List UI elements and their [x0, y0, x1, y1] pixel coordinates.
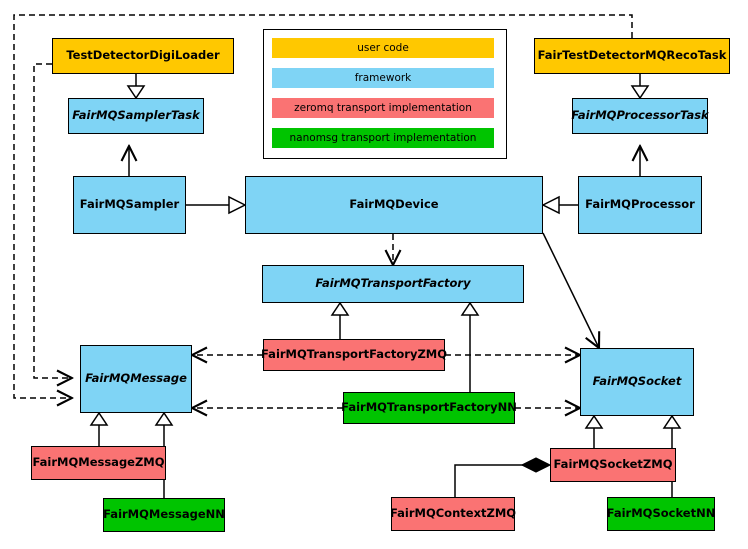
edge-processor-device	[541, 195, 578, 215]
class-box-fairmqdevice[interactable]: FairMQDevice	[245, 176, 543, 234]
edge-digiloader-samplertask	[126, 74, 146, 100]
class-box-fairmqtransportfactoryzmq[interactable]: FairMQTransportFactoryZMQ	[261, 339, 448, 371]
class-box-fairmqmessagezmq[interactable]: FairMQMessageZMQ	[31, 446, 166, 480]
edge-socketzmq-contextzmq	[454, 457, 552, 497]
class-box-label: FairTestDetectorMQRecoTask	[537, 48, 727, 63]
class-box-label: FairMQMessageNN	[103, 507, 225, 522]
class-box-fairmqtransportfactory[interactable]: FairMQTransportFactory	[262, 265, 524, 303]
class-box-fairmqsamplertask[interactable]: FairMQSamplerTask	[68, 98, 204, 134]
legend-item-zmq: zeromq transport implementation	[272, 98, 494, 118]
class-box-label: FairMQMessage	[85, 371, 187, 386]
class-box-label: FairMQDevice	[349, 197, 439, 212]
legend-item-framework: framework	[272, 68, 494, 88]
edge-sampler-device	[186, 195, 247, 215]
class-box-label: FairMQMessageZMQ	[32, 455, 165, 470]
class-box-label: FairMQSampler	[79, 197, 180, 212]
class-box-fairmqsampler[interactable]: FairMQSampler	[73, 176, 186, 234]
class-box-fairmqsocketnn[interactable]: FairMQSocketNN	[607, 497, 715, 531]
legend-label-usercode: user code	[357, 42, 409, 54]
class-box-fairmqmessagenn[interactable]: FairMQMessageNN	[103, 498, 225, 532]
legend-item-usercode: user code	[272, 38, 494, 58]
class-box-fairmqtransportfactorynn[interactable]: FairMQTransportFactoryNN	[341, 392, 517, 424]
class-box-fairmqprocessortask[interactable]: FairMQProcessorTask	[571, 98, 709, 134]
class-box-fairtestdetectormqrecotask[interactable]: FairTestDetectorMQRecoTask	[534, 38, 730, 74]
class-box-label: FairMQSocketZMQ	[553, 457, 673, 472]
class-box-fairmqsocket[interactable]: FairMQSocket	[580, 348, 694, 416]
class-box-testdetectordigiloader[interactable]: TestDetectorDigiLoader	[52, 38, 234, 74]
class-box-fairmqmessage[interactable]: FairMQMessage	[80, 345, 192, 413]
edge-digiloader-message	[33, 63, 72, 378]
legend-label-nn: nanomsg transport implementation	[289, 132, 477, 144]
legend-item-nn: nanomsg transport implementation	[272, 128, 494, 148]
edge-messagezmq-message	[89, 411, 109, 446]
class-box-fairmqprocessor[interactable]: FairMQProcessor	[578, 176, 702, 234]
class-box-label: FairMQSocketNN	[606, 506, 716, 521]
legend-label-zmq: zeromq transport implementation	[294, 102, 472, 114]
class-box-label: FairMQContextZMQ	[389, 506, 517, 521]
class-box-label: TestDetectorDigiLoader	[66, 48, 220, 63]
class-box-fairmqsocketzmq[interactable]: FairMQSocketZMQ	[550, 448, 676, 482]
edge-tfnn-transportfactory	[460, 301, 480, 392]
edge-tfzmq-transportfactory	[330, 301, 350, 339]
class-box-label: FairMQProcessor	[585, 197, 695, 212]
class-box-fairmqcontextzmq[interactable]: FairMQContextZMQ	[389, 497, 517, 531]
class-box-label: FairMQSocket	[592, 374, 682, 389]
edge-recotask-message	[13, 14, 633, 398]
class-box-label: FairMQTransportFactory	[315, 276, 471, 291]
class-box-label: FairMQSamplerTask	[72, 108, 200, 123]
edge-device-socket	[542, 232, 599, 348]
class-box-label: FairMQTransportFactoryZMQ	[261, 347, 448, 362]
class-box-label: FairMQProcessorTask	[571, 108, 709, 123]
edge-socketzmq-socket	[584, 414, 604, 448]
class-box-label: FairMQTransportFactoryNN	[341, 400, 517, 415]
color-legend: user code framework zeromq transport imp…	[263, 29, 507, 159]
edge-recotask-processortask	[630, 74, 650, 100]
legend-label-framework: framework	[354, 72, 412, 84]
